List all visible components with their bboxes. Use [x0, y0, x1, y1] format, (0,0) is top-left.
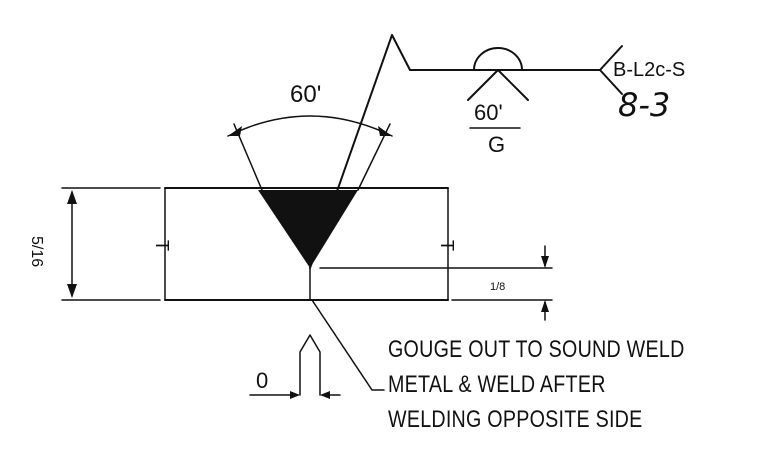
root-arrow-left — [290, 391, 300, 399]
root-arrow-right — [320, 391, 330, 399]
thickness-arrow-top — [67, 190, 77, 204]
note-line-1: GOUGE OUT TO SOUND WELD — [388, 336, 685, 363]
tail-reference-label: B-L2c-S — [613, 59, 685, 81]
note-line-2: METAL & WELD AFTER — [388, 371, 606, 398]
gouge-depth-dimension: 1/8 — [319, 245, 553, 321]
angle-arrowhead-left — [228, 126, 242, 136]
note-line-3: WELDING OPPOSITE SIDE — [388, 406, 643, 433]
groove-angle-label: 60' — [290, 81, 321, 108]
weld-bead-fill — [258, 190, 358, 268]
angle-arrowhead-right — [378, 126, 392, 136]
depth-arrow-upper — [541, 256, 549, 268]
side-label-right: T — [437, 240, 457, 251]
tail-mark — [599, 45, 623, 95]
depth-arrow-lower — [541, 300, 549, 312]
groove-angle-dimension: 60' — [227, 81, 393, 191]
angle-dimension-arc — [227, 115, 393, 137]
handwritten-reference: 8-3 — [618, 86, 670, 124]
note-leader-line — [311, 299, 385, 391]
gouge-mark-label: G — [488, 132, 505, 157]
depth-label: 1/8 — [490, 281, 505, 293]
joint-section: T T — [152, 187, 457, 301]
side-label-left: T — [152, 240, 172, 251]
thickness-label: 5/16 — [28, 236, 45, 267]
gouge-groove-outline — [299, 334, 321, 396]
groove-angle-symbol-label: 60' — [474, 100, 503, 125]
thickness-dimension: 5/16 — [28, 187, 161, 301]
weld-symbol: 60' G B-L2c-S 8-3 — [309, 34, 685, 269]
v-groove-symbol — [467, 69, 529, 101]
root-opening-dimension: 0 — [249, 334, 341, 399]
thickness-arrow-bottom — [67, 284, 77, 298]
root-opening-label: 0 — [256, 368, 268, 393]
welding-note: GOUGE OUT TO SOUND WELD METAL & WELD AFT… — [388, 332, 748, 437]
back-weld-arc — [473, 47, 523, 71]
